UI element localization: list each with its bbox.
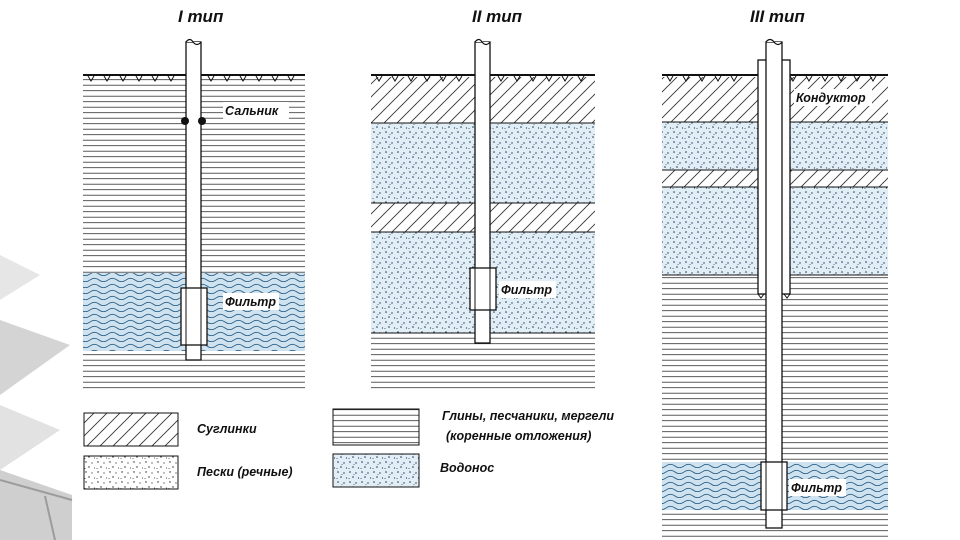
gland-label: Сальник	[225, 104, 279, 118]
filter-label-type-3: Фильтр	[791, 481, 842, 495]
filter-label-type-2: Фильтр	[501, 283, 552, 297]
legend-label-aquifer: Водонос	[440, 461, 494, 475]
filter-label-type-1: Фильтр	[225, 295, 276, 309]
filter	[760, 461, 788, 511]
pipe-break-mark	[185, 38, 202, 46]
well-type-3: Кондуктор Фильтр	[662, 38, 888, 540]
background-decoration	[0, 255, 73, 540]
casing-pipe	[765, 41, 783, 529]
legend-swatch-sand	[83, 455, 179, 490]
legend-swatch-clay	[332, 408, 420, 446]
title-type-3: III тип	[750, 7, 805, 26]
gland-seal	[181, 117, 206, 125]
legend-label-sand: Пески (речные)	[197, 465, 293, 479]
legend-swatch-loam	[83, 412, 179, 447]
legend-swatch-aquifer	[332, 453, 420, 488]
conductor-label: Кондуктор	[796, 91, 866, 105]
pipe-break-mark	[474, 38, 491, 46]
filter	[180, 287, 208, 346]
legend-label-clay-line-2: (коренные отложения)	[446, 429, 591, 443]
well-type-1: Сальник Фильтр	[83, 38, 305, 391]
title-type-2: II тип	[472, 7, 523, 26]
filter	[469, 267, 497, 311]
title-type-1: I тип	[178, 7, 224, 26]
legend-label-clay-line-1: Глины, песчаники, мергели	[442, 409, 614, 423]
legend: Суглинки Пески (речные) Глины, песчаники…	[83, 408, 614, 490]
pipe-break-mark	[765, 38, 783, 46]
well-type-2: Фильтр	[371, 38, 595, 391]
legend-label-loam: Суглинки	[197, 422, 257, 436]
